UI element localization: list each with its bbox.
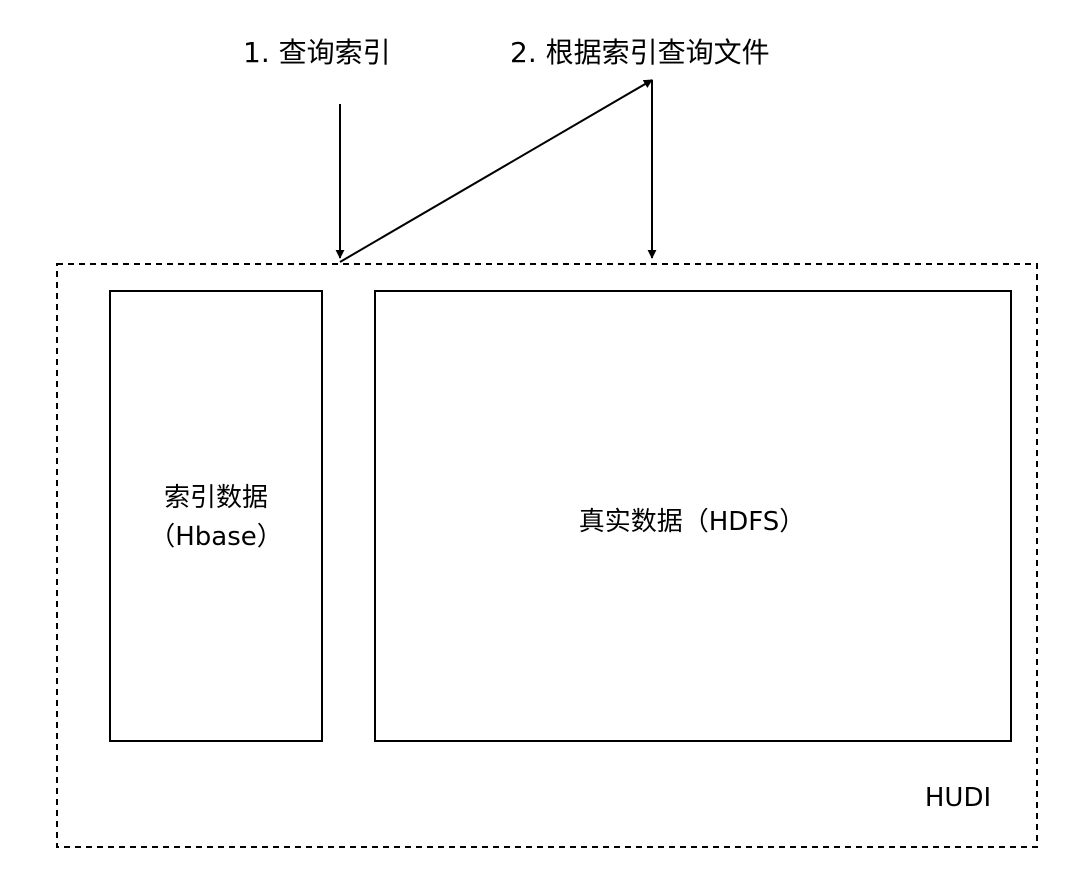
real-data-box	[374, 290, 1012, 742]
hudi-container	[56, 263, 1038, 848]
step-2-label: 2. 根据索引查询文件	[510, 36, 770, 69]
hudi-label: HUDI	[925, 783, 991, 813]
real-data-label: 真实数据（HDFS）	[579, 507, 806, 537]
step-1-label: 1. 查询索引	[243, 36, 391, 69]
index-data-sublabel: （Hbase）	[149, 522, 283, 552]
lookup-file-arrow	[339, 79, 653, 263]
index-data-box	[109, 290, 323, 742]
index-data-label: 索引数据	[164, 483, 268, 513]
